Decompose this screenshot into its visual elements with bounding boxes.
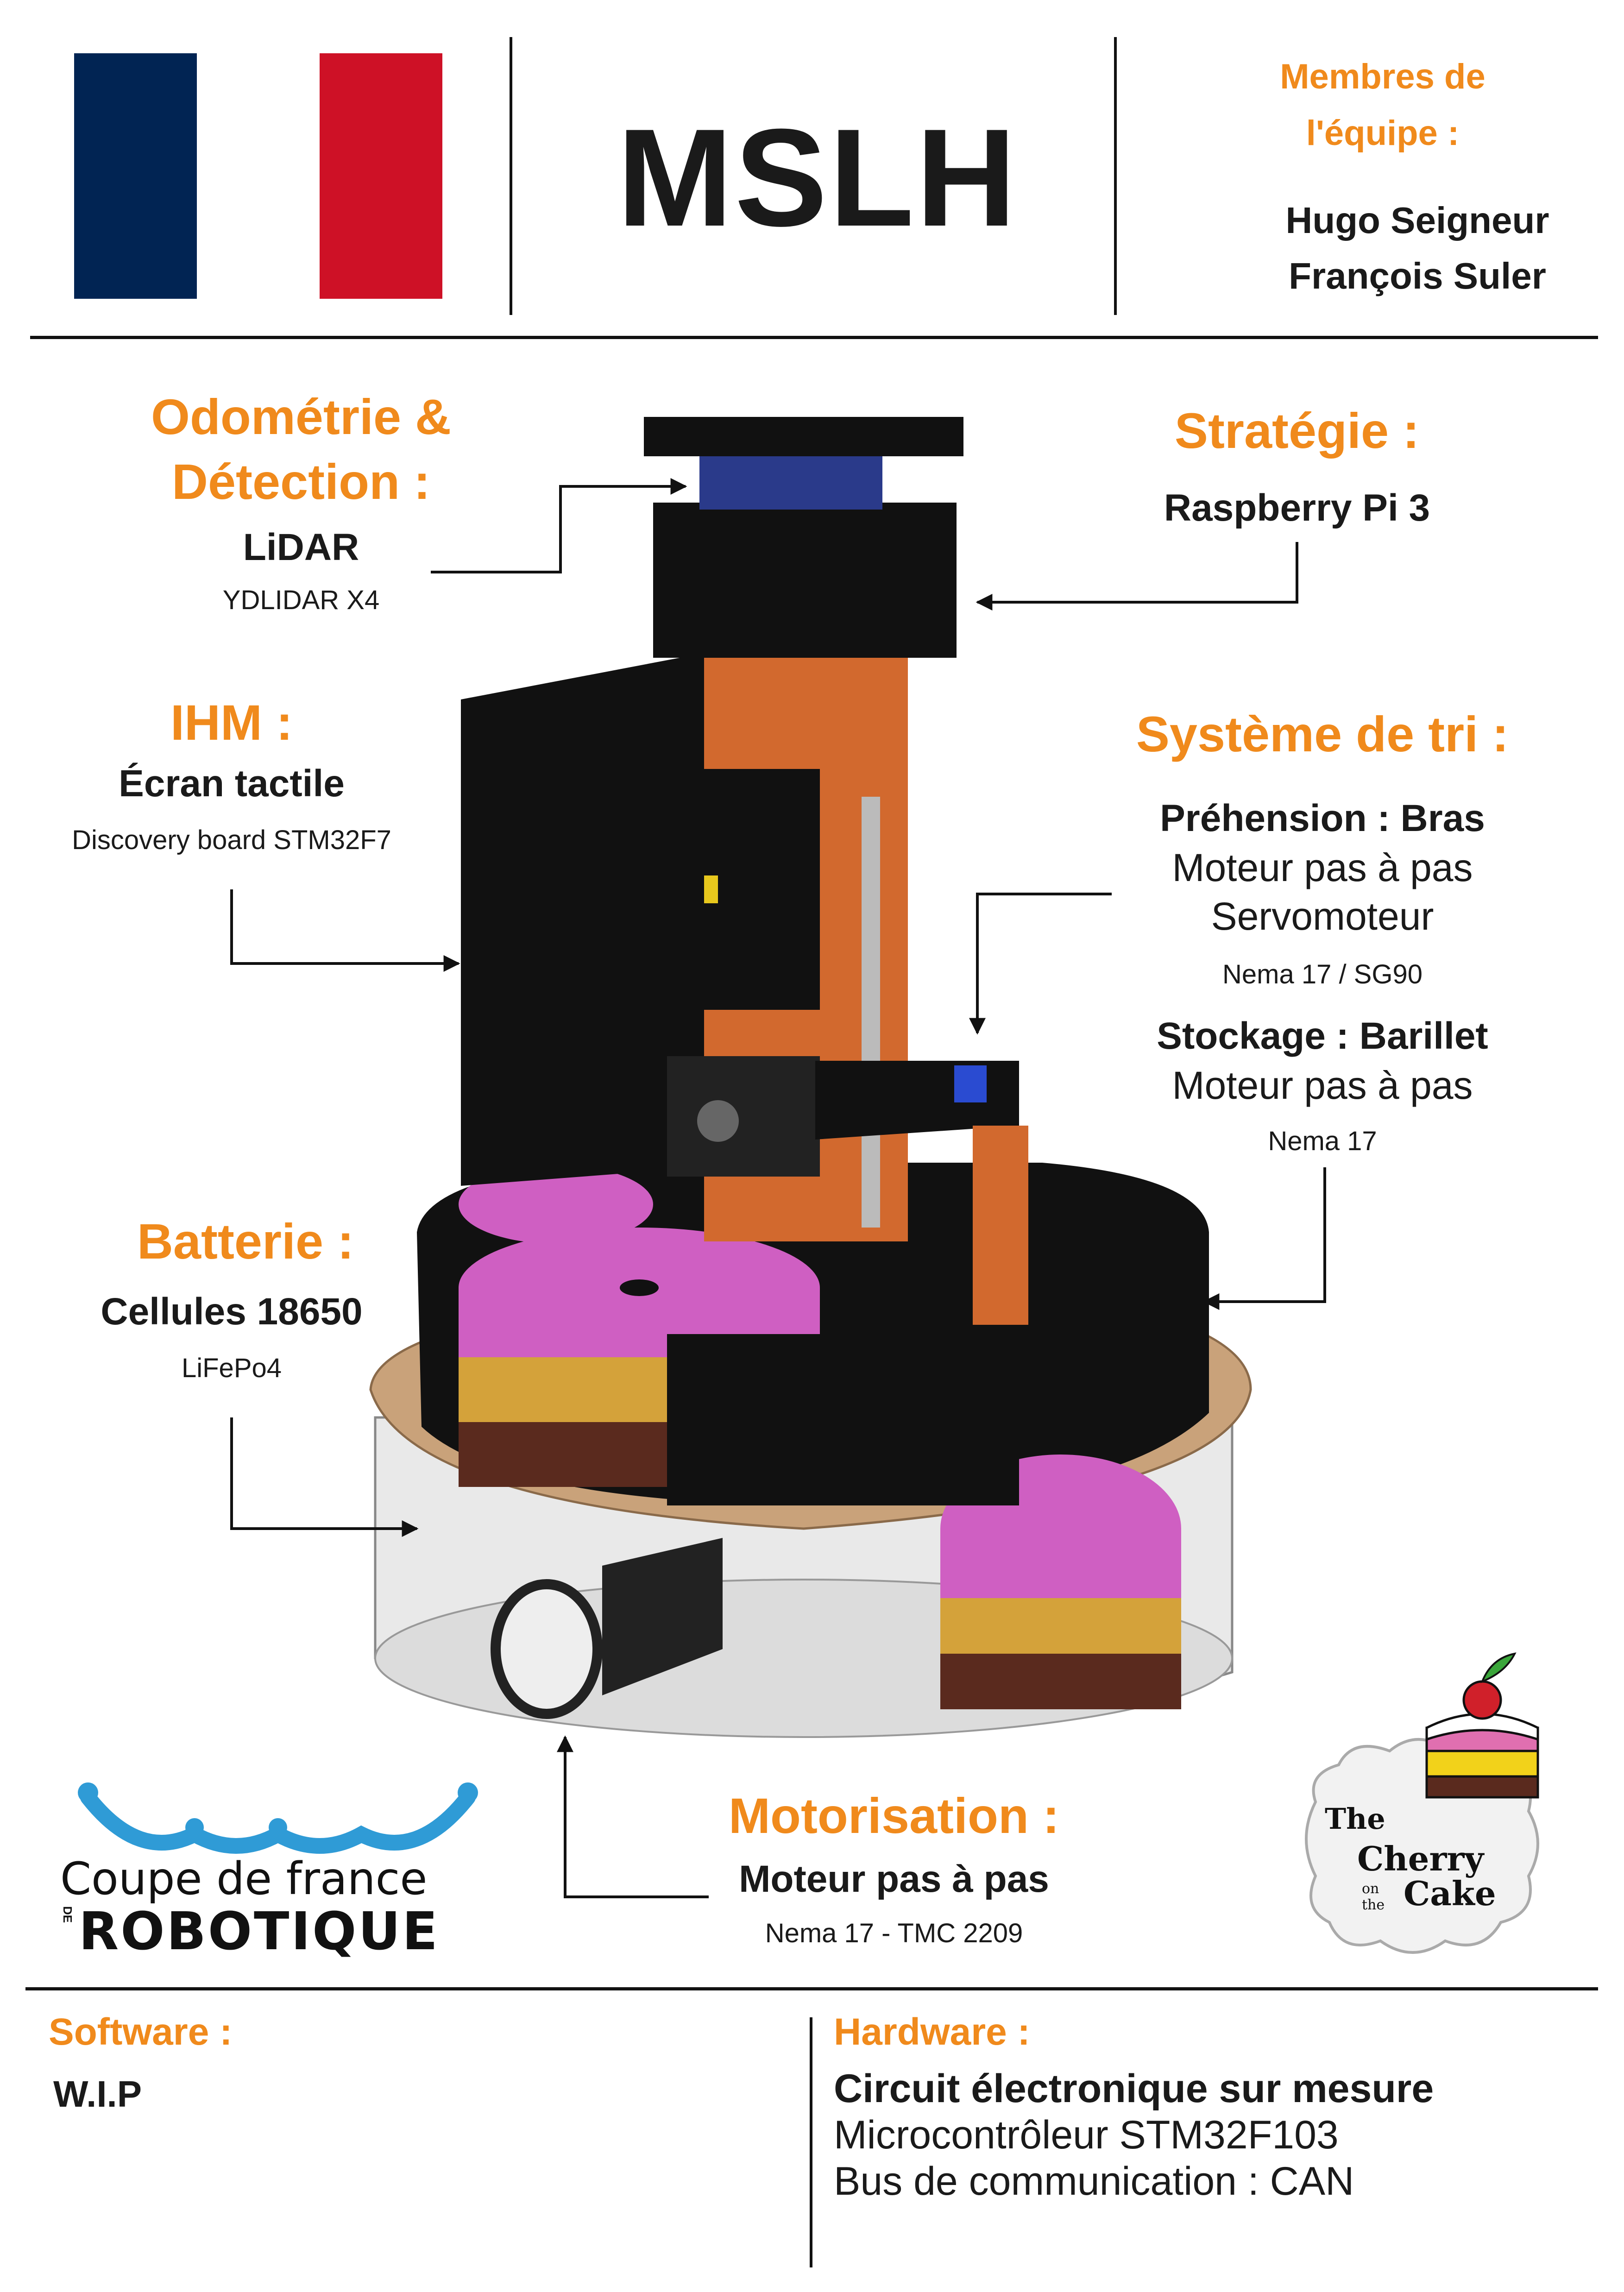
software-value: W.I.P <box>53 2073 142 2115</box>
cup-logo: Coupe de france DE ROBOTIQUE <box>56 1779 500 1962</box>
servo <box>954 1065 987 1102</box>
hardware-line3: Bus de communication : CAN <box>834 2159 1354 2204</box>
arrow-strategy <box>976 542 1298 611</box>
hmi-model: Discovery board STM32F7 <box>72 825 391 855</box>
footer-divider <box>810 2017 812 2267</box>
sorting-title: Système de tri : <box>1136 706 1509 762</box>
hmi-component: Écran tactile <box>119 762 345 805</box>
cake-logo-on: on <box>1362 1881 1379 1897</box>
strategy-title: Stratégie : <box>1174 403 1420 459</box>
storage-line1: Moteur pas à pas <box>1172 1064 1473 1107</box>
motorization-model: Nema 17 - TMC 2209 <box>765 1918 1023 1948</box>
cup-logo-mark <box>78 1782 478 1854</box>
arm-motor <box>667 1056 820 1177</box>
arrow-grip <box>969 893 1112 1035</box>
members-title-line2: l'équipe : <box>1306 113 1460 153</box>
hardware-line1: Circuit électronique sur mesure <box>834 2066 1434 2111</box>
odometry-title-line2: Détection : <box>171 453 431 510</box>
cup-logo-line1: Coupe de france <box>60 1853 428 1905</box>
software-title: Software : <box>49 2011 233 2053</box>
cake-logo-line1: The <box>1325 1802 1385 1836</box>
grip-line1: Moteur pas à pas <box>1172 846 1473 889</box>
hmi-title: IHM : <box>170 694 293 750</box>
flag-red-band <box>320 53 442 299</box>
battery-model: LiFePo4 <box>181 1353 282 1383</box>
cake-logo-art <box>1305 1652 1539 1954</box>
control-board <box>699 769 820 1010</box>
cake-hole <box>620 1279 659 1296</box>
header-divider-left <box>510 37 512 315</box>
storage-model: Nema 17 <box>1268 1126 1377 1156</box>
storage-title: Stockage : Barillet <box>1157 1015 1488 1057</box>
cup-logo-line2: ROBOTIQUE <box>79 1902 440 1962</box>
arrow-motor <box>557 1735 709 1898</box>
strategy-component: Raspberry Pi 3 <box>1164 487 1430 529</box>
header-divider-right <box>1114 37 1117 315</box>
arrow-odometry <box>431 478 687 573</box>
odometry-component: LiDAR <box>243 526 359 568</box>
gripper <box>973 1126 1028 1325</box>
team-name: MSLH <box>617 100 1018 255</box>
motorization-component: Moteur pas à pas <box>739 1858 1049 1900</box>
members-title: Membres de l'équipe : <box>1116 49 1624 162</box>
odometry-model: YDLIDAR X4 <box>222 585 380 615</box>
cake-logo-line3: Cake <box>1404 1874 1496 1913</box>
cake-logo-line2: Cherry <box>1357 1839 1484 1878</box>
cake-logo-the: the <box>1362 1897 1385 1913</box>
lidar-body <box>699 456 882 510</box>
battery-title: Batterie : <box>137 1213 354 1269</box>
odometry-title-line1: Odométrie & <box>151 389 452 445</box>
wheel <box>491 1579 603 1719</box>
computer-box <box>653 503 957 658</box>
lidar-top <box>644 417 963 456</box>
touch-screen <box>461 653 704 1186</box>
cup-logo-de: DE <box>61 1906 75 1923</box>
member-name: Hugo Seigneur <box>1285 200 1549 241</box>
grip-model: Nema 17 / SG90 <box>1222 959 1423 989</box>
arrow-storage <box>1202 1167 1326 1310</box>
flag-blue-band <box>74 53 197 299</box>
motorization-title: Motorisation : <box>729 1788 1059 1844</box>
odometry-title: Odométrie & Détection : <box>83 384 519 514</box>
front-guard <box>667 1334 1019 1505</box>
arrow-hmi <box>230 889 460 972</box>
cake-back <box>459 1165 653 1244</box>
grip-line2: Servomoteur <box>1211 894 1434 938</box>
battery-component: Cellules 18650 <box>101 1291 363 1333</box>
linear-rail <box>862 797 880 1228</box>
cake-logo: The Cherry on the Cake <box>1297 1635 1556 1969</box>
hardware-title: Hardware : <box>834 2011 1030 2053</box>
wheel-motor <box>602 1538 723 1695</box>
header-rule <box>30 336 1598 339</box>
hardware-line2: Microcontrôleur STM32F103 <box>834 2113 1339 2157</box>
footer-rule <box>25 1987 1598 1990</box>
member-name: François Suler <box>1289 255 1546 296</box>
grip-title: Préhension : Bras <box>1160 797 1485 839</box>
arrow-battery <box>230 1417 419 1537</box>
members-title-line1: Membres de <box>1280 57 1486 96</box>
